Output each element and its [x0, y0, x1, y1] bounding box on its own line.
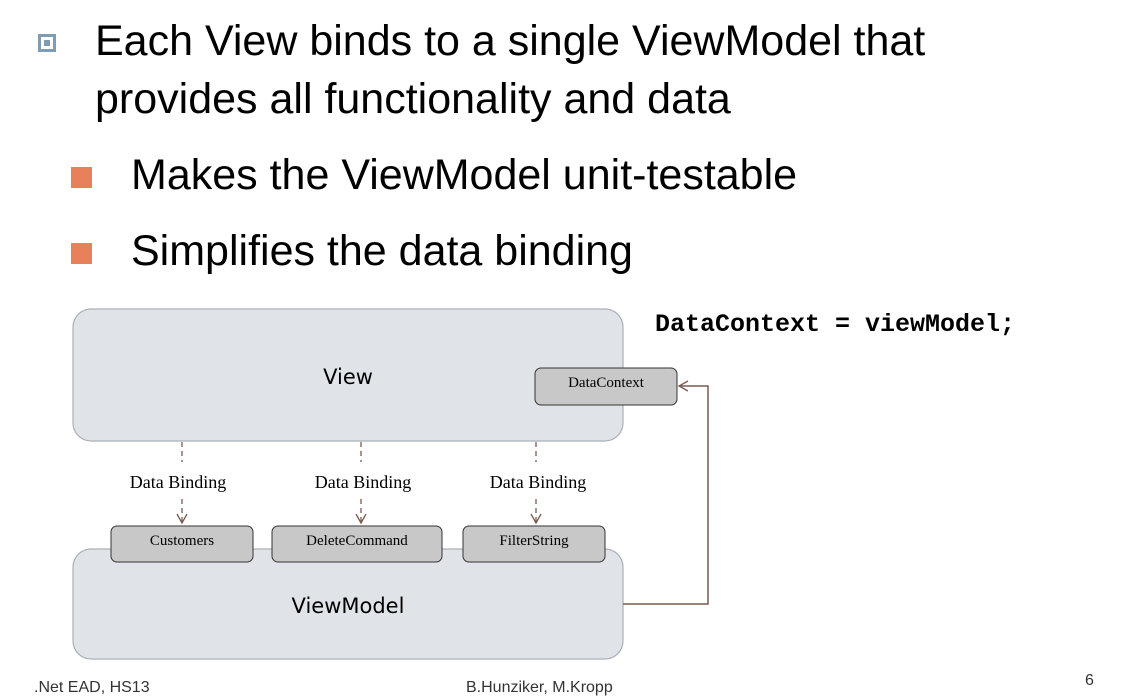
- bullet-text-line-1: Each View binds to a single ViewModel th…: [95, 17, 926, 65]
- sub-bullet-icon-1: [71, 167, 92, 188]
- property-chip-filterstring: [462, 525, 606, 563]
- datacontext-chip: [534, 367, 678, 406]
- property-label-customers: Customers: [150, 533, 214, 549]
- main-bullet-icon: [38, 34, 56, 52]
- binding-label-1: Data Binding: [130, 472, 227, 492]
- property-chip-customers: [110, 525, 254, 563]
- datacontext-connector-arrow: [623, 380, 709, 605]
- binding-label-3: Data Binding: [490, 472, 587, 492]
- code-snippet: DataContext = viewModel;: [655, 310, 1016, 339]
- viewmodel-label: ViewModel: [292, 594, 405, 618]
- view-label: View: [323, 365, 373, 389]
- property-label-filterstring: FilterString: [499, 533, 569, 549]
- bullet-text-line-2: provides all functionality and data: [95, 75, 731, 123]
- sub-bullet-icon-2: [71, 243, 92, 264]
- sub-bullet-text-2: Simplifies the data binding: [131, 227, 633, 275]
- sub-bullet-text-1: Makes the ViewModel unit-testable: [131, 151, 798, 199]
- footer-course: .Net EAD, HS13: [34, 679, 150, 696]
- footer-authors: B.Hunziker, M.Kropp: [466, 679, 613, 696]
- datacontext-label: DataContext: [568, 375, 645, 391]
- property-chip-deletecommand: [271, 525, 443, 563]
- binding-label-2: Data Binding: [315, 472, 412, 492]
- property-label-deletecommand: DeleteCommand: [306, 533, 408, 549]
- page-number: 6: [1085, 672, 1094, 689]
